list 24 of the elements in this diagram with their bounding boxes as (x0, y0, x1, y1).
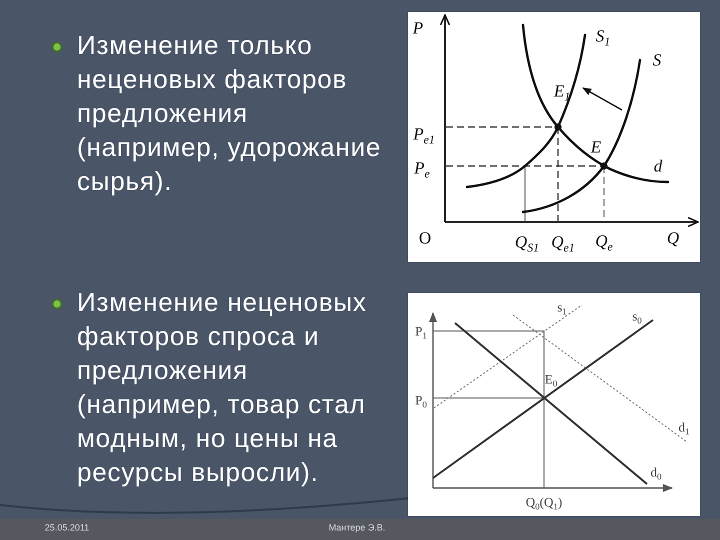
axis-label: O (418, 230, 432, 246)
axis-label: P$_{1}$ (415, 324, 427, 338)
axis-label: P$_{e1}$ (413, 126, 435, 142)
bullet-text: Изменение неценовых факторов спроса и предложения (например, товар стал модным, но цены на ресурсы выросли). (77, 286, 368, 489)
axis-label: Q$_{e1}$ (551, 234, 575, 250)
point-label: E (590, 138, 602, 156)
axis-label: Q$_{e}$ (595, 232, 613, 250)
curve-label: d$_{1}$ (678, 420, 690, 434)
curve-label: d (654, 158, 662, 174)
axis-label: Q$_{S1}$ (514, 234, 540, 250)
footer-author: Мантере Э.В. (328, 524, 386, 532)
footer-date: 25.05.2011 (44, 524, 90, 532)
axis-label: P$_{e}$ (414, 160, 430, 176)
curve-label: s$_{0}$ (632, 310, 642, 322)
bullet-text: Изменение только неценовых факторов предложения (например, удорожание сырья). (77, 29, 382, 198)
axis-label: Q (666, 230, 680, 246)
axis-label: Q$_{0}$(Q$_{1}$) (526, 496, 562, 508)
curve-label: S$_{1}$ (596, 28, 610, 44)
axis-label: P$_{0}$ (415, 394, 427, 406)
point-label: E$_{0}$ (544, 372, 558, 386)
curve-label: s$_{1}$ (557, 300, 567, 314)
axis-label: P (412, 20, 424, 36)
curve-label: d$_{0}$ (650, 466, 662, 478)
curve-label: S (652, 52, 662, 68)
